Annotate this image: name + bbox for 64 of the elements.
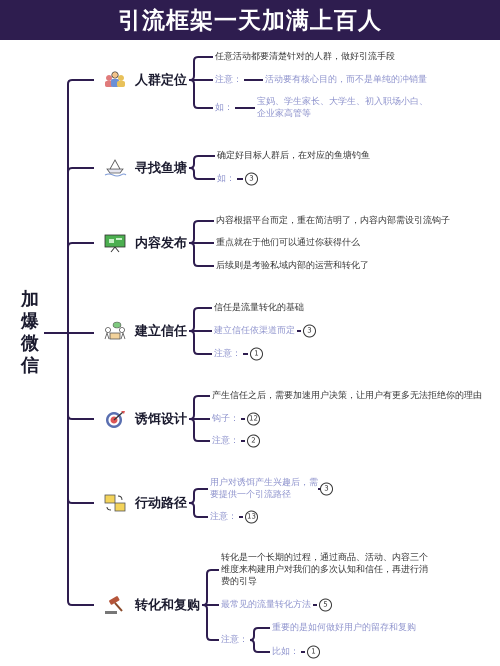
hint-text: 注意：: [214, 348, 241, 360]
root-label: 加爆微信: [20, 289, 40, 377]
connector-line: [189, 242, 214, 244]
connector-line: [244, 79, 263, 81]
hint-text: 如：: [215, 102, 233, 114]
note-text: 后续则是考验私域内部的运营和转化了: [216, 260, 369, 272]
connector-line: [188, 502, 208, 518]
connector-line: [188, 418, 210, 442]
topic-label: 内容发布: [135, 234, 187, 252]
hint-text: 注意：: [215, 74, 242, 86]
connector-line: [189, 330, 212, 332]
hint-text: 用户对诱饵产生兴趣后，需要提供一个引流路径: [210, 477, 320, 501]
connector-line: [313, 604, 317, 606]
hint-text: 注意：: [221, 634, 248, 646]
hint-text: 注意：: [212, 435, 239, 447]
note-text: 确定好目标人群后，在对应的鱼塘钓鱼: [217, 150, 370, 162]
connector-line: [188, 220, 214, 244]
note-text: 转化是一个长期的过程，通过商品、活动、内容三个维度来构建用户对我们的多次认知和信任，再进行消费的引导: [221, 552, 431, 588]
note-text: 产生信任之后，需要加速用户决策，让用户有更多无法拒绝你的理由: [212, 390, 482, 402]
connector-line: [241, 418, 245, 420]
hint-text: 宝妈、学生家长、大学生、初入职场小白、企业家高管等: [257, 96, 435, 120]
connector-line: [235, 107, 255, 109]
hint-text: 钩子：: [212, 413, 239, 425]
connector-line: [188, 488, 208, 504]
connector-line: [301, 651, 305, 653]
topic-label: 诱饵设计: [135, 411, 187, 428]
connector-line: [188, 155, 215, 169]
title-banner: 引流框架一天加满上百人: [0, 0, 500, 40]
connector-line: [297, 330, 301, 332]
hint-text: 活动要有核心目的，而不是单纯的冲销量: [265, 74, 427, 86]
topic-label: 人群定位: [135, 72, 187, 89]
connector-line: [202, 604, 219, 606]
connector-line: [188, 56, 213, 81]
connector-line: [237, 178, 243, 180]
connector-line: [249, 627, 270, 641]
topic-label: 行动路径: [135, 495, 187, 512]
connector-line: [249, 639, 270, 653]
note-text: 内容根据平台而定，重在简洁明了，内容内部需设引流钩子: [216, 215, 450, 227]
hint-text: 最常见的流量转化方法: [221, 599, 311, 611]
hint-text: 注意：: [210, 511, 237, 523]
connector-line: [188, 79, 213, 109]
topic-label: 建立信任: [135, 322, 187, 340]
hint-text: 如：: [217, 173, 235, 185]
connector-line: [243, 353, 248, 355]
connector-line: [241, 440, 245, 442]
topic-label: 转化和复购: [135, 597, 200, 614]
hint-text: 比如：: [272, 646, 299, 658]
hint-text: 建立信任依渠道而定: [214, 325, 295, 337]
connector-line: [189, 79, 213, 81]
connector-line: [188, 167, 215, 180]
connector-line: [188, 330, 212, 355]
hint-text: 重要的是如何做好用户的留存和复购: [272, 622, 416, 634]
note-text: 任意活动都要清楚针对的人群，做好引流手段: [215, 51, 395, 63]
connector-line: [188, 395, 210, 420]
note-text: 重点就在于他们可以通过你获得什么: [216, 237, 360, 249]
connector-line: [239, 516, 243, 518]
connector-line: [189, 418, 210, 420]
connector-line: [188, 242, 214, 267]
connector-line: [44, 332, 94, 606]
connector-line: [202, 604, 219, 641]
topic-label: 寻找鱼塘: [135, 160, 187, 177]
connector-line: [202, 569, 219, 606]
note-text: 信任是流量转化的基础: [214, 302, 304, 314]
connector-line: [188, 307, 212, 332]
